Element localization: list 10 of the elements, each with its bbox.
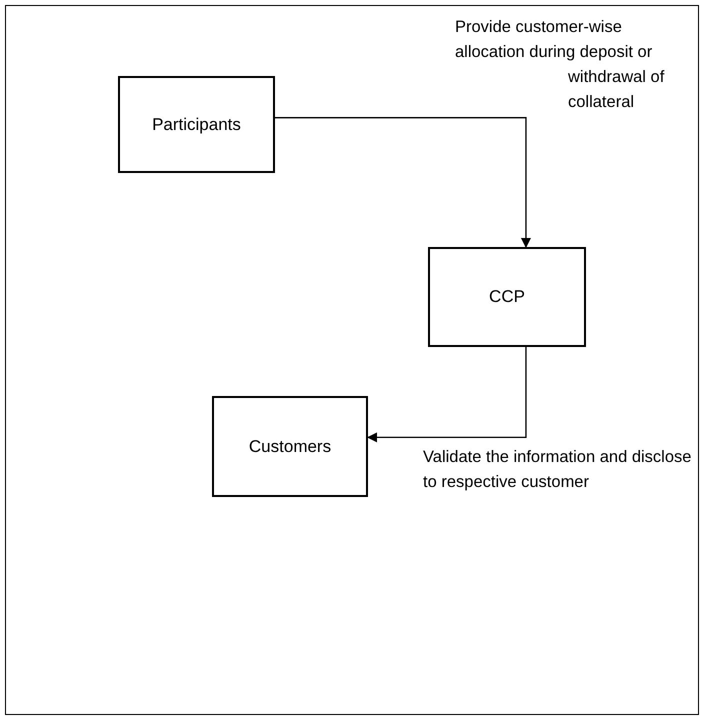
box-label: CCP [489,287,525,307]
edge-label: Validate the information and disclose to respective customer [423,447,692,493]
edge-label: Provide customer-wise allocation during deposit or withdrawal of collateral [455,17,666,113]
connector-arrow [367,347,527,442]
process-box [212,396,368,497]
connector-arrow [275,117,531,248]
process-box [118,76,275,173]
process-box [428,247,586,347]
box-label: Customers [248,436,332,456]
box-label: Participants [152,114,241,134]
